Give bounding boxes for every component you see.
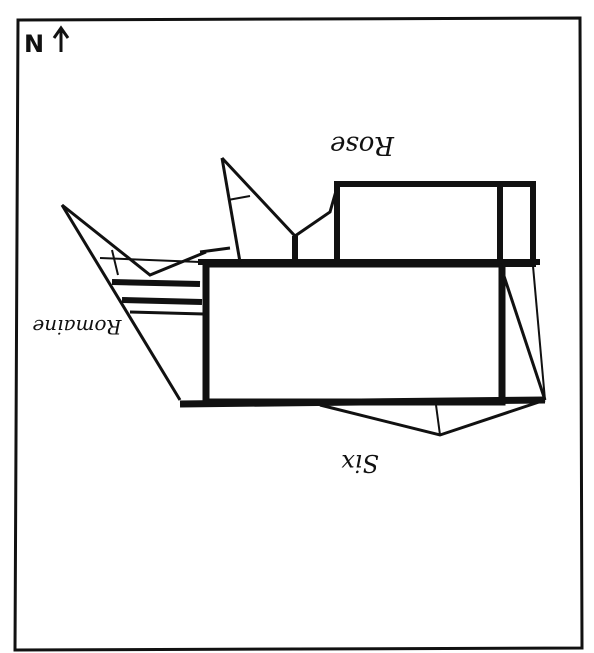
upper-block bbox=[334, 181, 536, 267]
center-spike bbox=[199, 156, 340, 263]
bottom-triangle bbox=[319, 398, 546, 437]
left-street-label: Romaine bbox=[32, 315, 122, 339]
up-arrow-icon bbox=[52, 25, 70, 52]
top-street-label: Rose bbox=[330, 130, 395, 160]
left-wedge bbox=[60, 203, 207, 401]
north-label: N bbox=[24, 30, 44, 58]
right-edges bbox=[498, 263, 547, 401]
bottom-street-label: Six bbox=[341, 449, 379, 477]
main-block bbox=[179, 259, 546, 408]
frame-border bbox=[13, 16, 584, 652]
